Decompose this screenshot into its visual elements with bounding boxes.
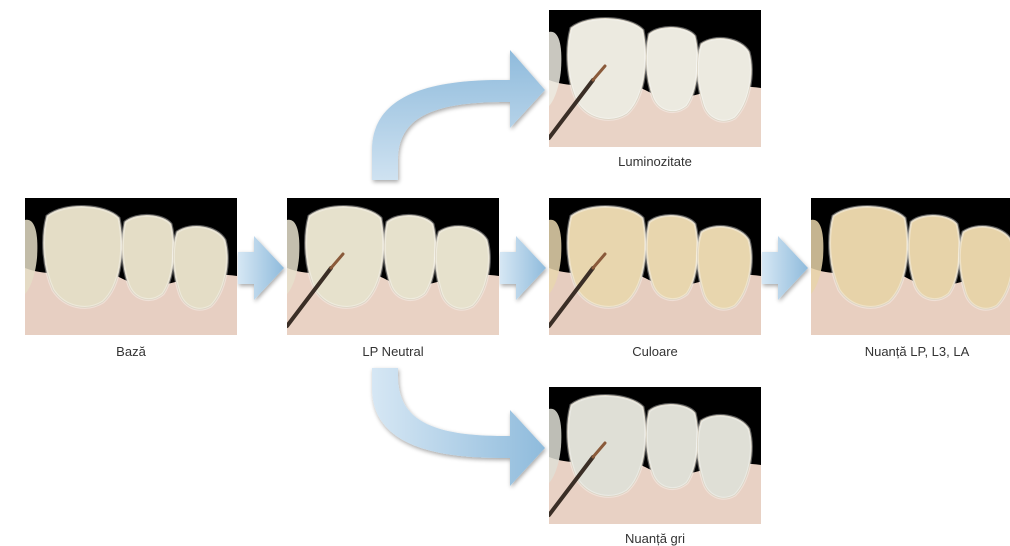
step-label-color: Culoare xyxy=(529,344,781,359)
step-label-shade: Nuanță LP, L3, LA xyxy=(791,344,1010,359)
color-photo xyxy=(549,198,761,335)
step-base: Bază xyxy=(25,198,237,340)
step-label-lp-neutral: LP Neutral xyxy=(267,344,519,359)
step-luminosity: Luminozitate xyxy=(549,10,761,152)
arrow-lp-to-color xyxy=(500,236,546,300)
arrow-lp-to-luminosity xyxy=(372,50,545,180)
shade-photo xyxy=(811,198,1010,335)
arrow-color-to-shade xyxy=(762,236,808,300)
step-label-luminosity: Luminozitate xyxy=(529,154,781,169)
step-label-base: Bază xyxy=(5,344,257,359)
step-color: Culoare xyxy=(549,198,761,340)
step-label-grey-shade: Nuanță gri xyxy=(529,531,781,546)
grey-shade-photo xyxy=(549,387,761,524)
step-lp-neutral: LP Neutral xyxy=(287,198,499,340)
base-photo xyxy=(25,198,237,335)
step-shade: Nuanță LP, L3, LA xyxy=(811,198,1010,340)
step-grey-shade: Nuanță gri xyxy=(549,387,761,529)
luminosity-photo xyxy=(549,10,761,147)
arrow-base-to-lp xyxy=(238,236,284,300)
lp-neutral-photo xyxy=(287,198,499,335)
arrow-lp-to-grey xyxy=(372,368,545,486)
